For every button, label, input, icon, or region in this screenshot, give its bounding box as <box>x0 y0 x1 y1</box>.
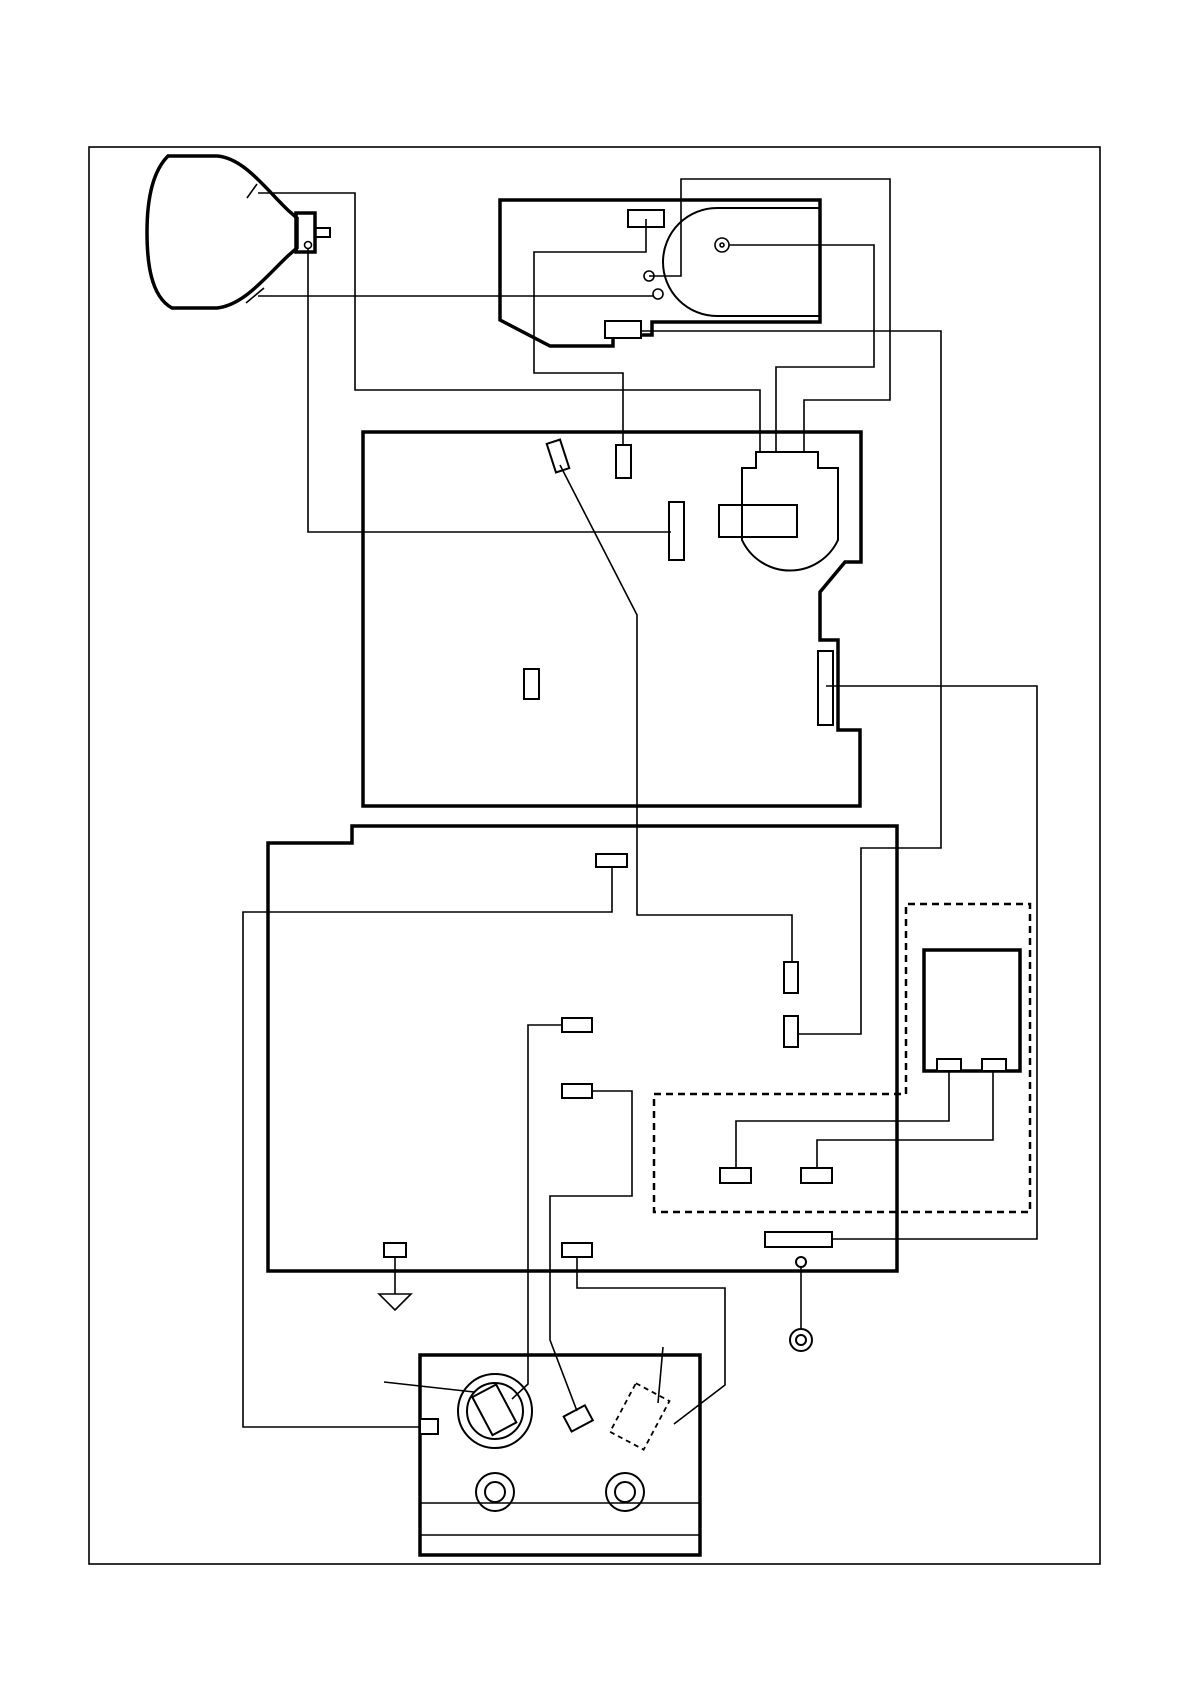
lower-connector-4 <box>562 1018 592 1032</box>
lower-connector-8 <box>720 1168 751 1183</box>
lower-connector-6 <box>562 1243 592 1257</box>
main-connector-a <box>616 445 631 478</box>
main-connector-side <box>818 651 833 725</box>
main-connector-c <box>524 669 539 699</box>
lower-connector-9 <box>801 1168 832 1183</box>
lower-connector-long <box>765 1232 832 1247</box>
main-connector-b <box>669 502 684 560</box>
flyback-board <box>500 200 820 346</box>
crt-picture-tube-icon <box>147 156 330 308</box>
lower-connector-3 <box>784 1016 798 1047</box>
lower-connector-1 <box>596 854 627 867</box>
lower-connector-7 <box>384 1243 406 1257</box>
lower-connector-2 <box>784 962 798 993</box>
ground-icon <box>379 1257 411 1310</box>
main-chassis-board <box>363 432 861 806</box>
deck-connector <box>420 1419 438 1434</box>
lower-connector-5 <box>562 1084 592 1098</box>
lower-main-board <box>268 826 897 1271</box>
yoke-assembly-icon <box>719 452 838 571</box>
cassette-deck-icon <box>384 1347 700 1555</box>
tuner-connector-right <box>982 1059 1006 1071</box>
flyback-connector-bottom <box>605 321 641 338</box>
tuner-module <box>924 950 1020 1071</box>
diagram-frame <box>89 147 1100 1564</box>
tuner-connector-left <box>937 1059 961 1071</box>
main-connector-diag <box>547 440 570 473</box>
anode-terminal-icon <box>715 238 729 252</box>
